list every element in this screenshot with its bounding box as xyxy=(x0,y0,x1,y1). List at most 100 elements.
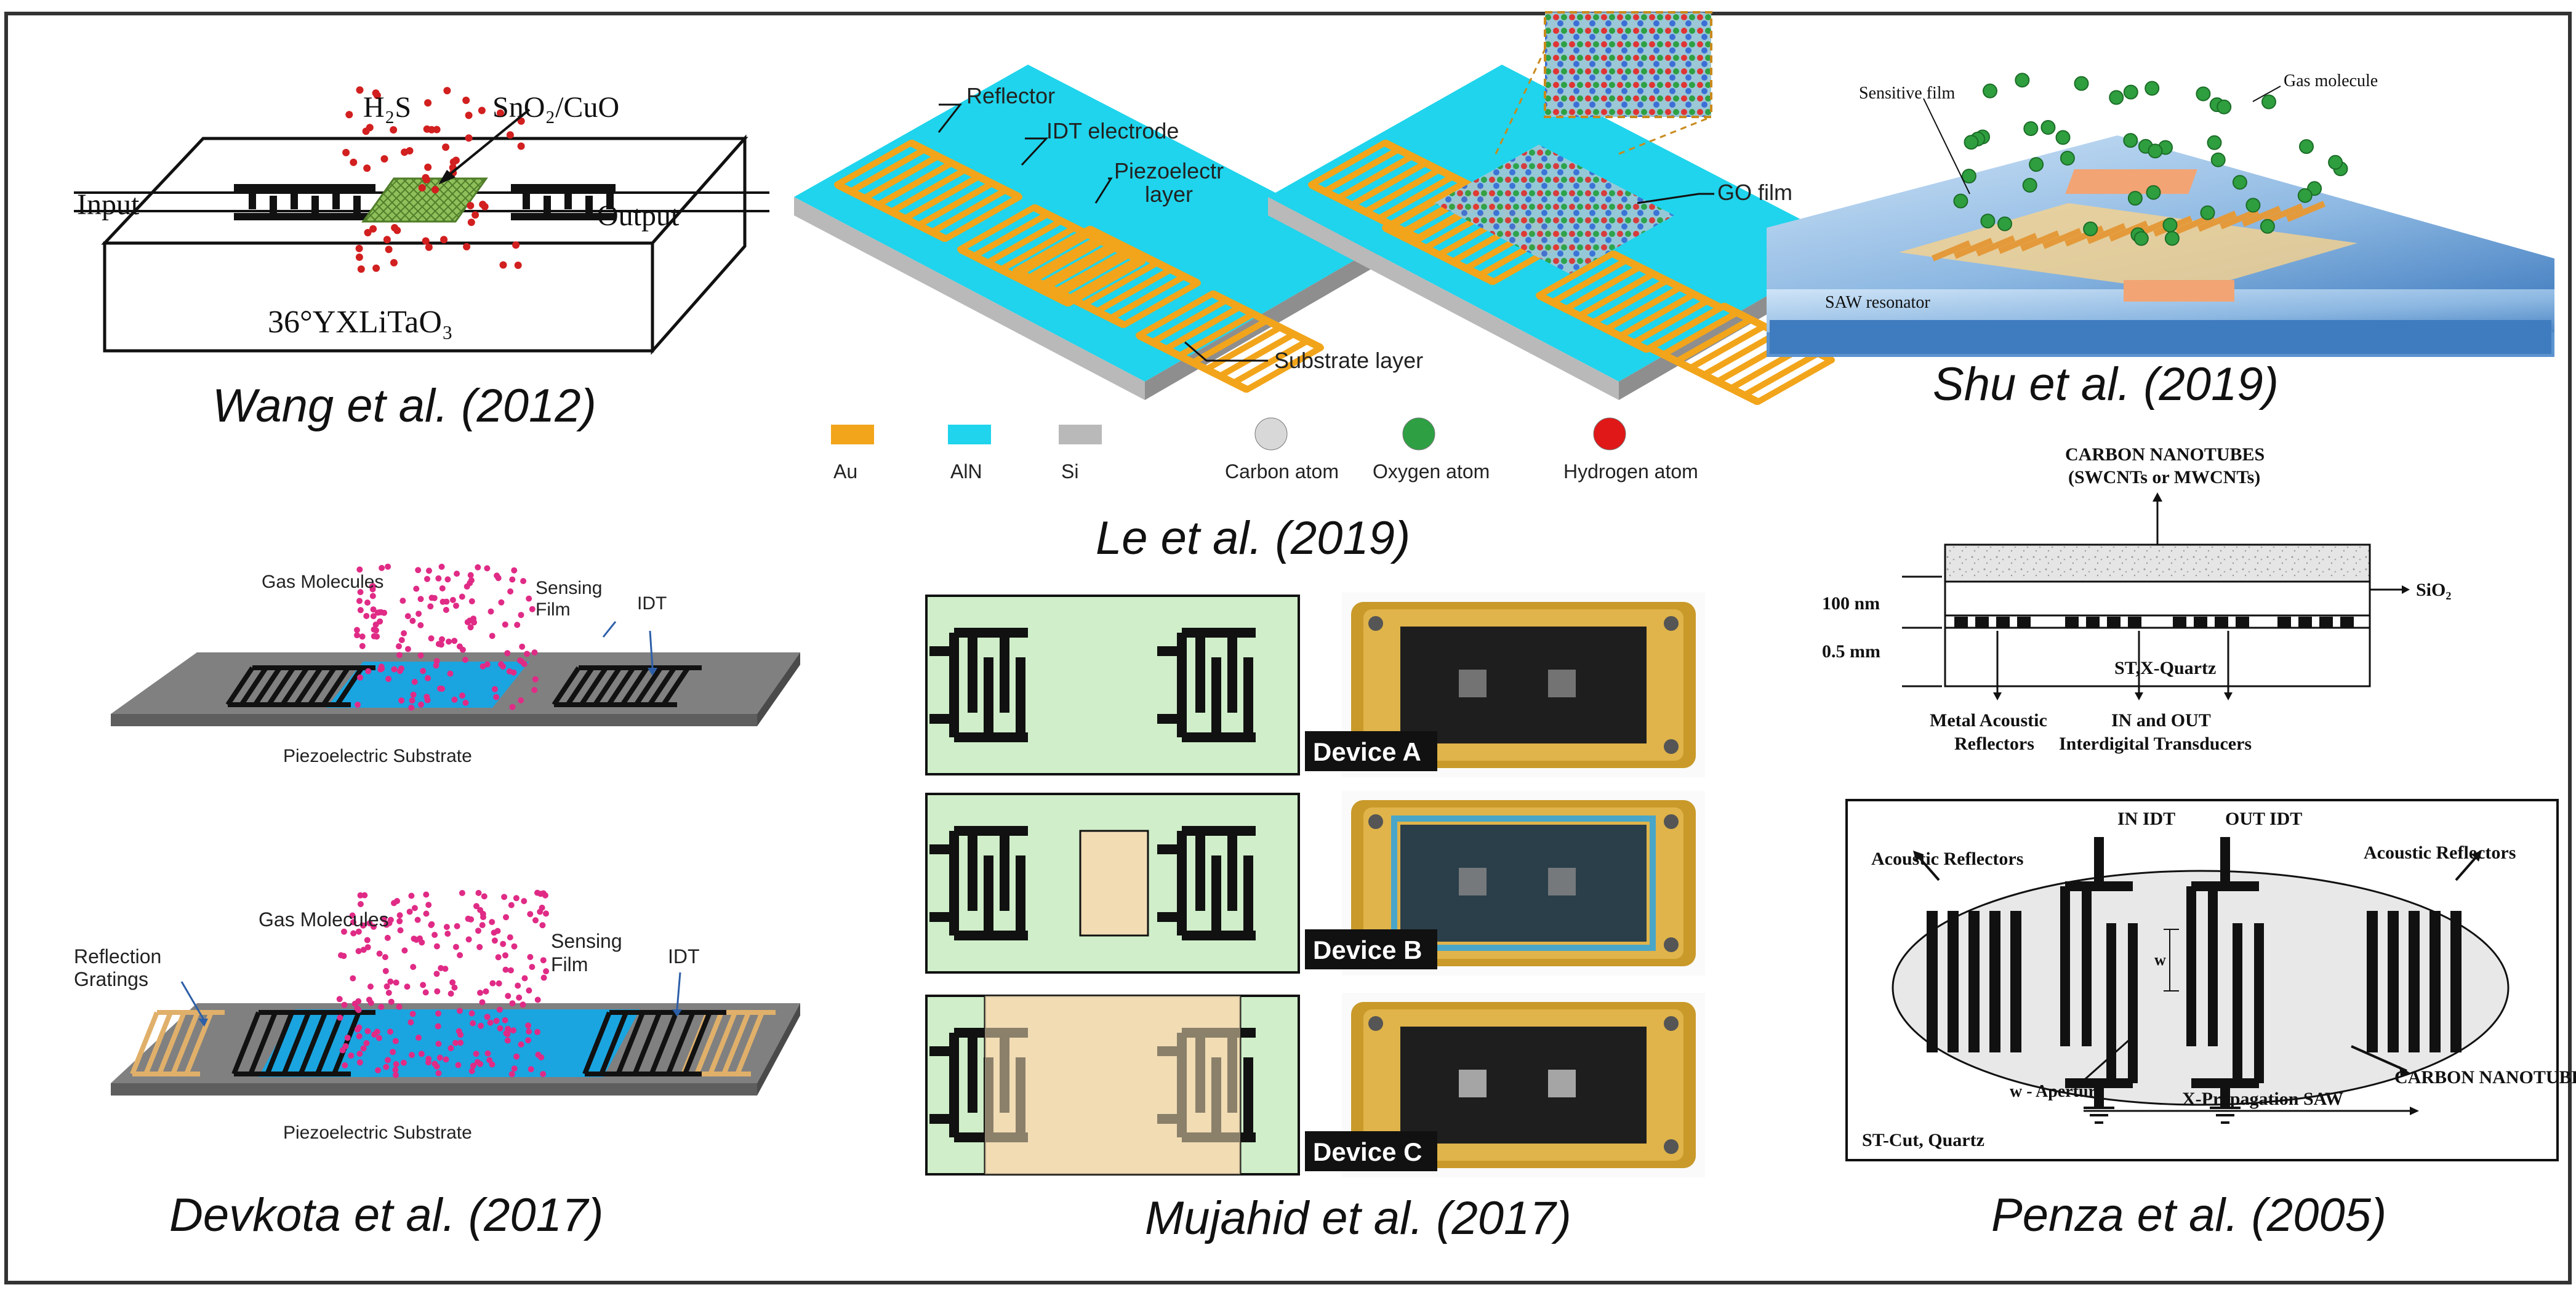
mujahid-row: Device C xyxy=(925,993,1705,1177)
gas-molecule xyxy=(435,1023,441,1030)
gas-molecule xyxy=(508,1071,515,1078)
gas-molecule xyxy=(491,937,498,944)
gas-molecule xyxy=(342,1062,348,1068)
gas-molecule xyxy=(497,1025,504,1032)
penza-electrode xyxy=(2017,617,2031,628)
gas-molecule xyxy=(532,917,539,924)
gas-molecule xyxy=(393,1061,399,1068)
gas-molecule xyxy=(2123,84,2138,100)
gas-molecule xyxy=(537,908,544,915)
gas-dot xyxy=(364,229,372,236)
gas-molecule xyxy=(357,674,363,681)
gas-molecule xyxy=(465,915,471,922)
devkota-top-sensing-2: Film xyxy=(536,599,571,620)
penza-electrode xyxy=(2128,617,2141,628)
gas-molecule xyxy=(531,687,538,694)
gas-molecule xyxy=(518,697,524,703)
gas-dot xyxy=(424,163,432,171)
gas-molecule xyxy=(409,1011,416,1017)
shu-finger xyxy=(1932,240,1971,262)
gas-molecule xyxy=(431,595,438,601)
gas-molecule xyxy=(524,651,531,657)
penza-cnt: CARBON NANOTUBES xyxy=(2394,1067,2576,1088)
gas-molecule xyxy=(507,588,514,595)
gas-molecule xyxy=(364,599,371,606)
caption-wang: Wang et al. (2012) xyxy=(212,380,596,432)
gas-molecule xyxy=(371,633,377,639)
gas-molecule xyxy=(532,676,539,683)
le-comb xyxy=(1136,290,1324,393)
gas-molecule xyxy=(468,1010,475,1017)
gas-molecule xyxy=(433,943,440,950)
gas-molecule xyxy=(400,1059,407,1066)
penza-electrode xyxy=(2277,617,2291,628)
gas-molecule xyxy=(350,930,357,937)
legend-label: Hydrogen atom xyxy=(1563,460,1698,483)
wang-idt-left xyxy=(234,184,375,220)
gas-dot xyxy=(506,131,514,139)
gas-dot xyxy=(422,174,430,182)
acoustic-reflector-bar xyxy=(1948,911,1959,1052)
gas-molecule xyxy=(392,1067,399,1073)
gas-molecule xyxy=(387,1028,393,1035)
gas-molecule xyxy=(376,950,383,957)
gas-molecule xyxy=(451,638,458,644)
gas-molecule xyxy=(468,1068,475,1075)
gas-molecule xyxy=(2133,231,2149,246)
gas-molecule xyxy=(392,1038,399,1044)
gas-molecule xyxy=(354,627,360,633)
gas-molecule xyxy=(385,563,391,570)
gas-molecule xyxy=(411,678,418,685)
gas-molecule xyxy=(443,1056,449,1063)
penza-electrode xyxy=(2065,617,2079,628)
gas-molecule xyxy=(518,612,524,619)
penza-propagation: X-Propagation SAW xyxy=(2182,1089,2343,1109)
gas-molecule xyxy=(515,982,521,989)
gas-molecule xyxy=(350,919,356,926)
gas-molecule xyxy=(1980,214,1996,229)
gas-molecule xyxy=(457,952,463,958)
gas-molecule xyxy=(534,1028,541,1035)
gas-molecule xyxy=(370,606,377,613)
legend-label: Carbon atom xyxy=(1225,460,1339,483)
gas-molecule xyxy=(478,1022,484,1029)
gas-molecule xyxy=(456,1008,463,1014)
penza-electrode xyxy=(2107,617,2121,628)
gas-molecule xyxy=(2055,130,2071,145)
gas-molecule xyxy=(521,975,528,982)
gas-molecule xyxy=(467,580,473,587)
gas-molecule xyxy=(2074,76,2089,91)
gas-molecule xyxy=(498,599,505,606)
shu-gas-label: Gas molecule xyxy=(2284,71,2378,90)
legend-item: AlN xyxy=(948,425,991,483)
gas-molecule xyxy=(443,924,450,931)
gas-molecule xyxy=(443,607,449,613)
gas-molecule xyxy=(471,619,478,626)
shu-finger xyxy=(2087,223,2126,244)
device-label: Device A xyxy=(1313,737,1421,766)
gas-molecule xyxy=(433,971,440,977)
gas-molecule xyxy=(455,1028,462,1035)
gas-molecule xyxy=(425,675,431,681)
shu-finger xyxy=(2264,203,2303,225)
gas-molecule xyxy=(493,694,500,700)
gas-molecule xyxy=(479,999,486,1006)
gas-molecule xyxy=(493,1017,500,1024)
gas-dot xyxy=(443,87,451,95)
gas-molecule xyxy=(510,669,517,676)
gas-molecule xyxy=(521,898,528,905)
gas-molecule xyxy=(496,980,502,987)
gas-molecule xyxy=(509,1000,516,1007)
gas-molecule xyxy=(459,890,465,896)
ground-icon xyxy=(2210,1107,2241,1124)
penza-cnt-1: CARBON NANOTUBES xyxy=(2065,444,2265,465)
gas-molecule xyxy=(2210,152,2226,167)
penza-reflectors-2: Reflectors xyxy=(1954,734,2034,754)
gas-molecule xyxy=(385,1057,391,1064)
gas-molecule xyxy=(371,1032,378,1038)
gas-molecule xyxy=(484,1050,491,1057)
gas-molecule xyxy=(487,1019,494,1026)
shu-finger xyxy=(2197,210,2237,232)
gas-molecule xyxy=(454,923,460,929)
gas-molecule xyxy=(529,606,536,612)
